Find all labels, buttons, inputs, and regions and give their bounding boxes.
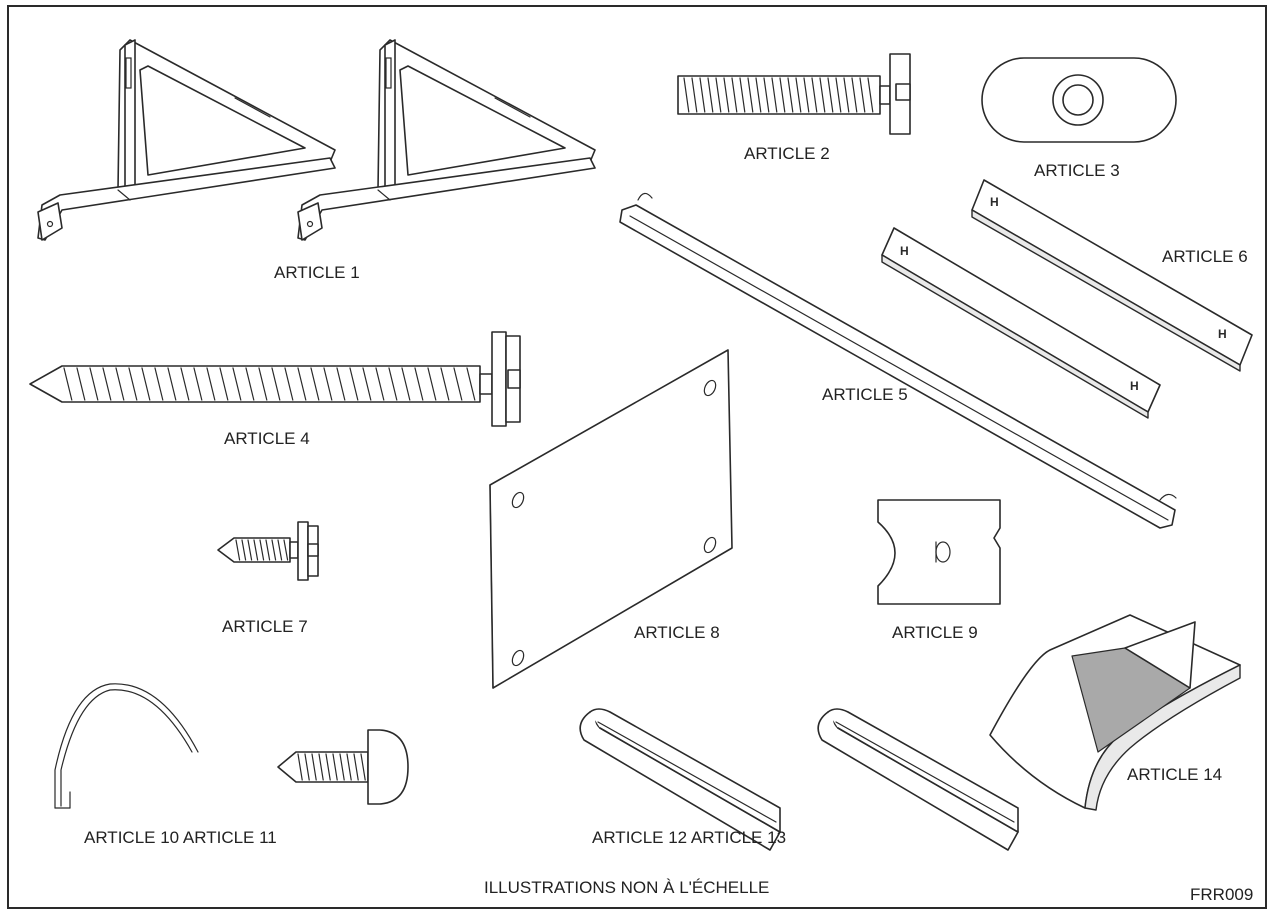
svg-text:H: H: [1218, 327, 1227, 341]
svg-text:H: H: [1130, 379, 1139, 393]
label-article-6: ARTICLE 6: [1162, 247, 1248, 266]
article-1-bracket-left: [37, 39, 336, 241]
label-article-1: ARTICLE 1: [274, 263, 360, 282]
article-6-angle-rail-left: H H: [881, 227, 1161, 419]
article-1-bracket-right: [297, 39, 596, 241]
label-article-3: ARTICLE 3: [1034, 161, 1120, 180]
article-8-plate: [489, 349, 733, 689]
svg-text:H: H: [990, 195, 999, 209]
article-10-hook: [54, 683, 199, 809]
label-article-10-11: ARTICLE 10 ARTICLE 11: [84, 828, 277, 847]
label-article-14: ARTICLE 14: [1127, 765, 1223, 784]
scale-note: ILLUSTRATIONS NON À L'ÉCHELLE: [484, 878, 770, 897]
article-5-rail: [619, 192, 1177, 529]
article-12-u-clip: [579, 708, 781, 851]
label-article-8: ARTICLE 8: [634, 623, 720, 642]
article-2-bolt: [677, 53, 911, 135]
article-4-lag-screw: [29, 331, 521, 427]
article-3-oval-washer: [981, 57, 1177, 143]
figure-code: FRR009: [1190, 885, 1254, 904]
label-article-9: ARTICLE 9: [892, 623, 978, 642]
article-6-angle-rail-right: H H: [971, 179, 1253, 372]
diagram-border: [7, 5, 1267, 909]
label-article-12-13: ARTICLE 12 ARTICLE 13: [592, 828, 787, 847]
article-7-small-screw: [217, 521, 319, 581]
svg-text:H: H: [900, 244, 909, 258]
article-9-clip: [877, 499, 1001, 605]
article-13-u-clip: [817, 708, 1019, 851]
label-article-7: ARTICLE 7: [222, 617, 308, 636]
article-14-pad: [989, 614, 1241, 811]
article-11-round-head-screw: [277, 729, 409, 805]
label-article-2: ARTICLE 2: [744, 144, 830, 163]
label-article-5: ARTICLE 5: [822, 385, 908, 404]
label-article-4: ARTICLE 4: [224, 429, 310, 448]
